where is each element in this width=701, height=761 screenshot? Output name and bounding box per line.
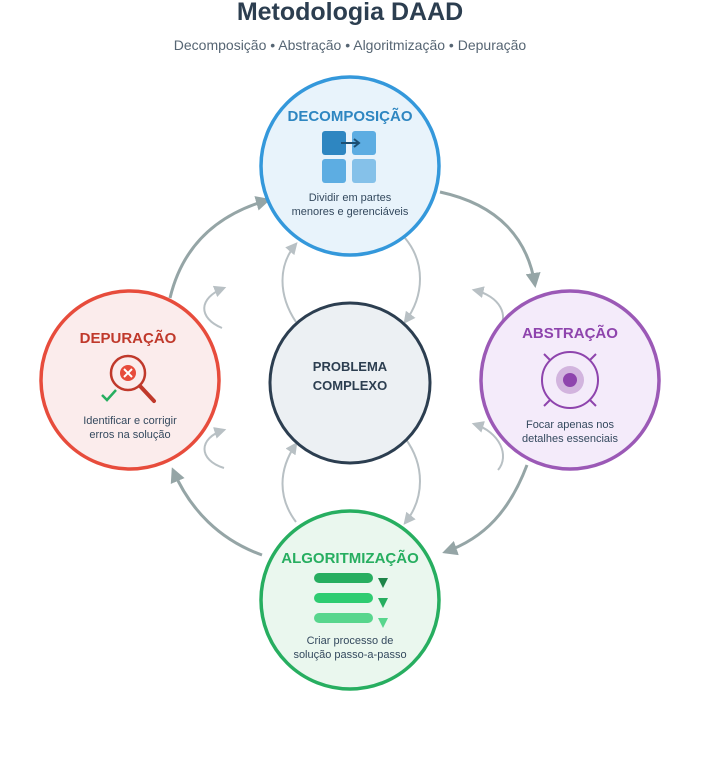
node-decomposicao-desc-2: menores e gerenciáveis bbox=[292, 206, 409, 218]
node-depuracao-desc-1: Identificar e corrigir bbox=[83, 415, 177, 427]
center-line-2: COMPLEXO bbox=[313, 378, 387, 393]
magnifier-bug-icon bbox=[101, 354, 156, 403]
node-abstracao-title: ABSTRAÇÃO bbox=[522, 324, 618, 342]
arrow-abstracao-to-algoritmizacao bbox=[442, 464, 529, 556]
node-depuracao[interactable]: DEPURAÇÃO Identificar e corrigir erros n… bbox=[39, 289, 221, 471]
page-title: Metodologia DAAD bbox=[237, 0, 463, 26]
node-algoritmizacao-desc-2: solução passo-a-passo bbox=[293, 649, 406, 661]
node-algoritmizacao-desc-1: Criar processo de bbox=[307, 635, 394, 647]
curl-arrow-left-top bbox=[203, 285, 227, 329]
center-node: PROBLEMA COMPLEXO bbox=[268, 301, 432, 465]
node-abstracao[interactable]: ABSTRAÇÃO Focar apenas nos detalhes esse… bbox=[479, 289, 661, 471]
center-line-1: PROBLEMA bbox=[313, 359, 388, 374]
steps-list-icon bbox=[314, 573, 388, 628]
node-algoritmizacao-title: ALGORITMIZAÇÃO bbox=[281, 549, 419, 567]
curl-arrow-right-bottom bbox=[471, 421, 504, 471]
arrow-depuracao-to-decomposicao bbox=[168, 196, 271, 299]
node-abstracao-desc-1: Focar apenas nos bbox=[526, 419, 615, 431]
link-algoritmizacao-center-2 bbox=[281, 442, 298, 523]
page-subtitle: Decomposição • Abstração • Algoritmizaçã… bbox=[174, 37, 527, 53]
link-decomposicao-center-1 bbox=[403, 237, 421, 324]
target-focus-icon bbox=[541, 351, 599, 409]
node-decomposicao[interactable]: DECOMPOSIÇÃO Dividir em partes menores e… bbox=[259, 75, 441, 257]
node-decomposicao-desc-1: Dividir em partes bbox=[309, 192, 392, 204]
arrow-algoritmizacao-to-depuracao bbox=[170, 467, 263, 557]
node-decomposicao-title: DECOMPOSIÇÃO bbox=[287, 107, 412, 125]
node-depuracao-title: DEPURAÇÃO bbox=[80, 329, 177, 347]
arrow-decomposicao-to-abstracao bbox=[439, 190, 541, 288]
node-algoritmizacao[interactable]: ALGORITMIZAÇÃO Criar processo de solução… bbox=[259, 509, 441, 691]
node-depuracao-desc-2: erros na solução bbox=[89, 429, 170, 441]
link-decomposicao-center-2 bbox=[281, 242, 298, 323]
curl-arrow-left-bottom bbox=[203, 427, 227, 469]
link-algoritmizacao-center-1 bbox=[403, 437, 421, 525]
grid-blocks-icon bbox=[322, 131, 376, 183]
node-abstracao-desc-2: detalhes essenciais bbox=[522, 433, 619, 445]
